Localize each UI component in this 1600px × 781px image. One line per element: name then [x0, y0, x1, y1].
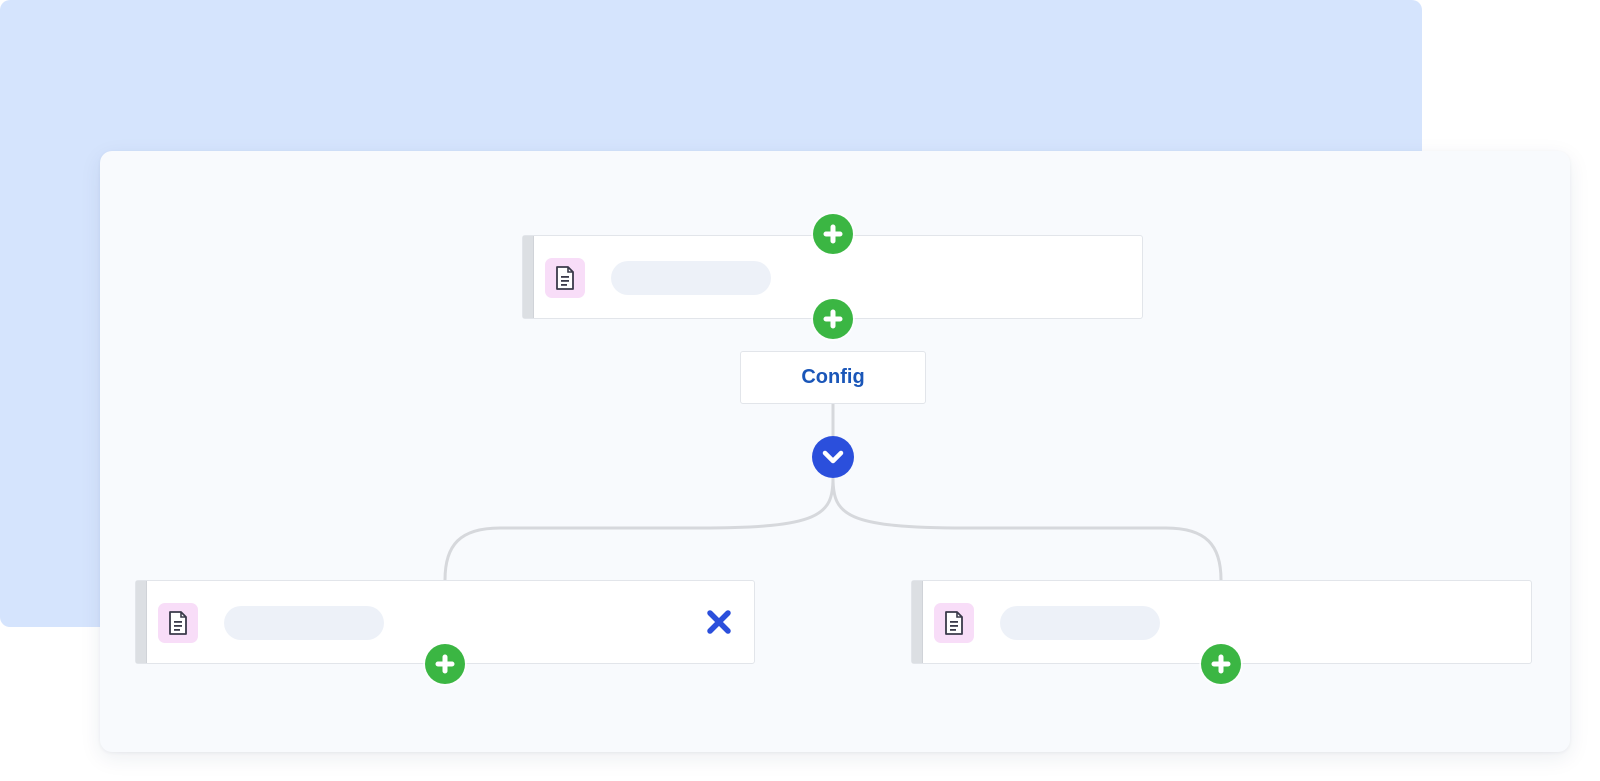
connector-toggle-to-left — [443, 477, 835, 581]
add-node-below-button[interactable] — [813, 299, 853, 339]
add-node-above-button[interactable] — [813, 214, 853, 254]
drag-handle[interactable] — [136, 581, 147, 663]
plus-icon — [1211, 654, 1231, 674]
connector-toggle-to-right — [831, 477, 1223, 581]
node-title-placeholder — [224, 606, 384, 640]
config-button[interactable]: Config — [740, 351, 926, 404]
node-title-placeholder — [1000, 606, 1160, 640]
document-icon — [545, 258, 585, 298]
drag-handle[interactable] — [912, 581, 923, 663]
branch-toggle-button[interactable] — [812, 436, 854, 478]
document-icon — [158, 603, 198, 643]
document-icon — [934, 603, 974, 643]
config-label: Config — [801, 366, 865, 388]
chevron-down-icon — [822, 450, 844, 464]
plus-icon — [823, 309, 843, 329]
drag-handle[interactable] — [523, 236, 534, 318]
node-title-placeholder — [611, 261, 771, 295]
add-node-right-branch-button[interactable] — [1201, 644, 1241, 684]
add-node-left-branch-button[interactable] — [425, 644, 465, 684]
close-icon[interactable] — [704, 607, 734, 637]
plus-icon — [823, 224, 843, 244]
plus-icon — [435, 654, 455, 674]
